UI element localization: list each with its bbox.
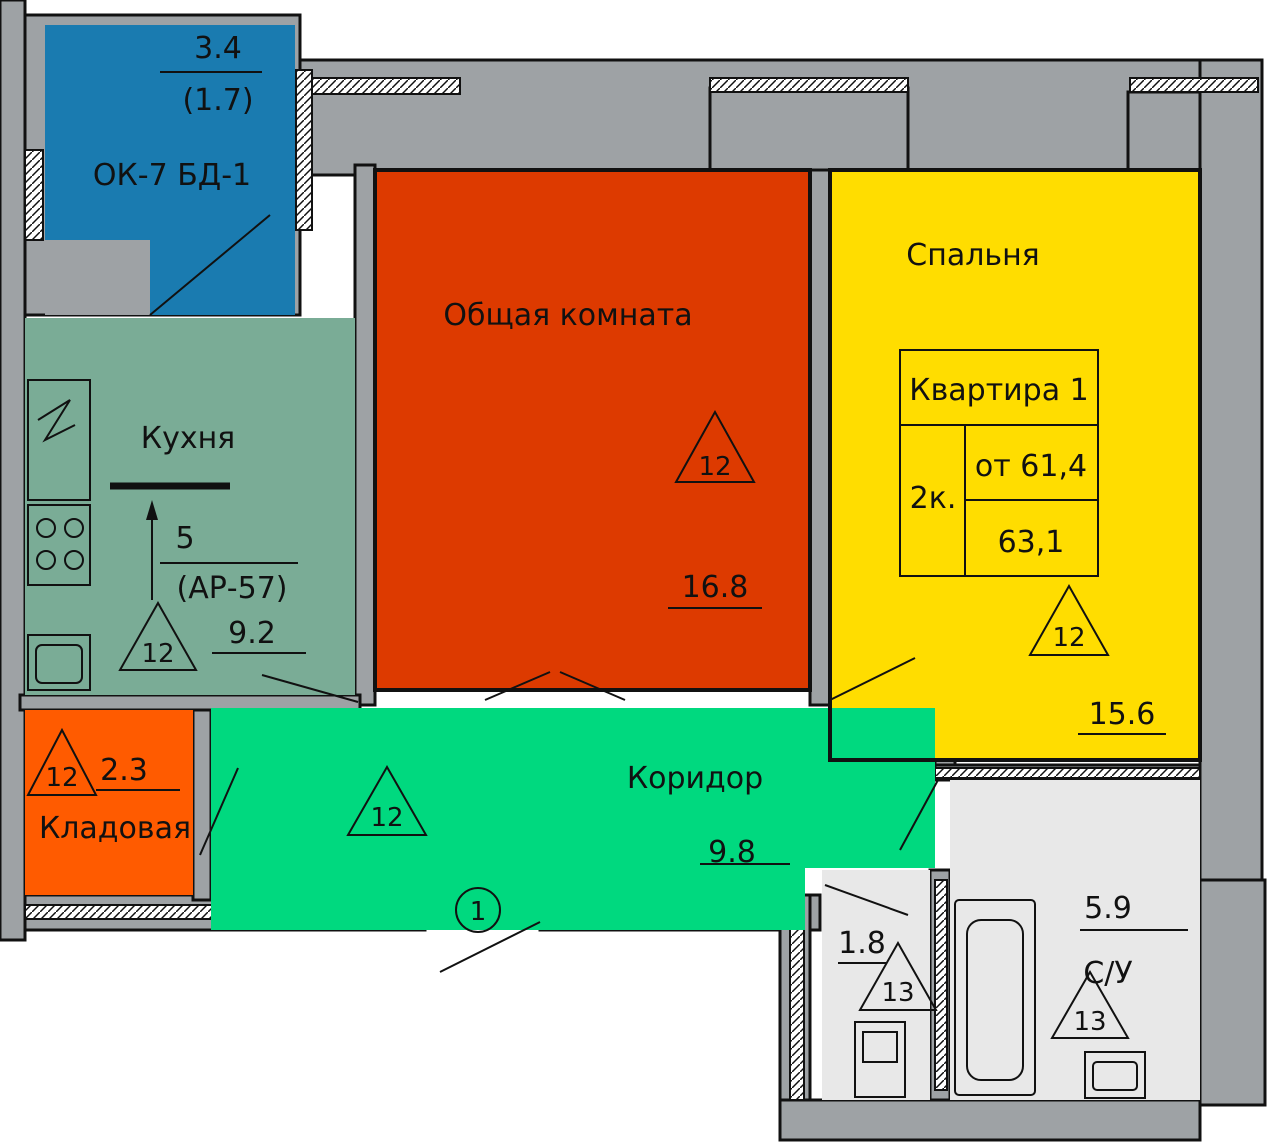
insulation-top-1: [311, 77, 461, 95]
window-recess-2: [1126, 90, 1202, 172]
right-wall: [1198, 58, 1264, 902]
toilet-tank-icon: [862, 1031, 898, 1063]
room-corridor-lower: [211, 860, 805, 930]
rooms: [25, 25, 1200, 1100]
corridor-name: Коридор: [627, 761, 763, 796]
apartment-rooms: 2к.: [910, 481, 957, 516]
wc-floor-mark: 13: [881, 978, 914, 1008]
stove-burner-icon: [64, 518, 84, 538]
bedroom-floor-mark: 12: [1052, 623, 1085, 653]
insulation-bath: [934, 767, 1201, 779]
bath-area: 5.9: [1084, 891, 1132, 926]
kitchen-bottom-wall: [18, 693, 362, 712]
bathtub-inner-icon: [966, 919, 1024, 1081]
living-door-swing-right: [559, 671, 626, 701]
storage-partition: [191, 703, 213, 902]
kitchen-vent-number: 5: [175, 521, 194, 556]
room-storage[interactable]: [25, 710, 193, 895]
wc-area: 1.8: [838, 926, 886, 961]
bath-floor-mark: 13: [1073, 1007, 1106, 1037]
outlines: [149, 168, 1202, 973]
storage-floor-mark: 12: [45, 763, 78, 793]
room-bath[interactable]: [950, 780, 1200, 1100]
washbasin-icon: [1084, 1051, 1146, 1099]
kitchen-equipment: [27, 379, 230, 691]
kitchen-door-swing: [261, 674, 359, 703]
corridor-floor-mark: 12: [370, 803, 403, 833]
balcony-area: 3.4: [194, 31, 242, 66]
apartment-info-box: Квартира 1 2к. от 61,4 63,1: [899, 349, 1099, 577]
living-floor-mark: 12: [698, 452, 731, 482]
stove-icon: [27, 504, 91, 586]
stove-burner-icon: [36, 550, 56, 570]
room-balcony-floor[interactable]: [150, 240, 260, 315]
room-living[interactable]: [375, 170, 810, 690]
bottom-wall-right: [778, 1098, 1202, 1142]
balcony-door-swing: [149, 214, 271, 316]
bedroom-name: Спальня: [906, 238, 1039, 273]
insulation-top-2: [709, 77, 909, 93]
window-recess-1: [708, 86, 910, 172]
living-outline: [373, 168, 812, 692]
insulation-bath-left: [934, 879, 948, 1091]
labels: 3.4 (1.7) ОК-7 БД-1 Общая комната 16.8 1…: [26, 31, 1188, 1039]
living-area: 16.8: [682, 570, 749, 605]
storage-door-swing: [199, 767, 239, 856]
toilet-icon: [854, 1021, 906, 1098]
entrance-marker: [455, 887, 501, 933]
sink-icon: [27, 634, 91, 691]
kitchen-name: Кухня: [141, 421, 235, 456]
living-door-swing-left: [484, 671, 551, 701]
kitchen-floor-mark: 12: [141, 639, 174, 669]
left-wall: [0, 0, 27, 942]
living-bedroom-partition: [808, 163, 832, 707]
kitchen-vent-ref: (АР-57): [176, 571, 287, 606]
bath-fixtures: [854, 899, 1146, 1099]
washbasin-bowl-icon: [1092, 1061, 1138, 1091]
bedroom-area: 15.6: [1089, 697, 1156, 732]
room-bedroom-notch: [830, 695, 935, 710]
right-wall-lower: [1198, 878, 1267, 1107]
vent-arrow-icon: [146, 500, 158, 520]
apartment-area-total: 63,1: [998, 525, 1065, 560]
wc-door-swing: [824, 884, 909, 916]
storage-name: Кладовая: [39, 811, 191, 846]
living-name: Общая комната: [443, 298, 692, 333]
apartment-title: Квартира 1: [909, 373, 1088, 408]
stove-burner-icon: [36, 518, 56, 538]
sink-basin-icon: [35, 644, 83, 684]
kitchen-living-partition: [353, 163, 377, 707]
insulation-left: [24, 149, 44, 241]
bath-door-swing: [899, 779, 939, 851]
insulation-balcony: [295, 69, 313, 231]
apartment-area-from: от 61,4: [975, 449, 1087, 484]
room-kitchen[interactable]: [25, 318, 355, 695]
room-corridor[interactable]: [211, 708, 935, 868]
insulation-top-3: [1129, 77, 1259, 93]
room-bedroom[interactable]: [830, 170, 1200, 760]
bathtub-icon: [954, 899, 1036, 1096]
entrance-mark: 1: [470, 897, 487, 927]
entrance-door-swing: [439, 921, 541, 973]
bedroom-outline: [828, 168, 1202, 762]
bedroom-door-swing: [829, 657, 916, 701]
fridge-icon: [27, 379, 91, 501]
storage-area: 2.3: [100, 753, 148, 788]
ventilation-icon: [37, 399, 76, 443]
stove-burner-icon: [64, 550, 84, 570]
kitchen-area: 9.2: [228, 616, 276, 651]
balcony-area-reduced: (1.7): [182, 83, 253, 118]
insulation-wc: [789, 909, 805, 1101]
balcony-name: ОК-7 БД-1: [93, 158, 251, 193]
